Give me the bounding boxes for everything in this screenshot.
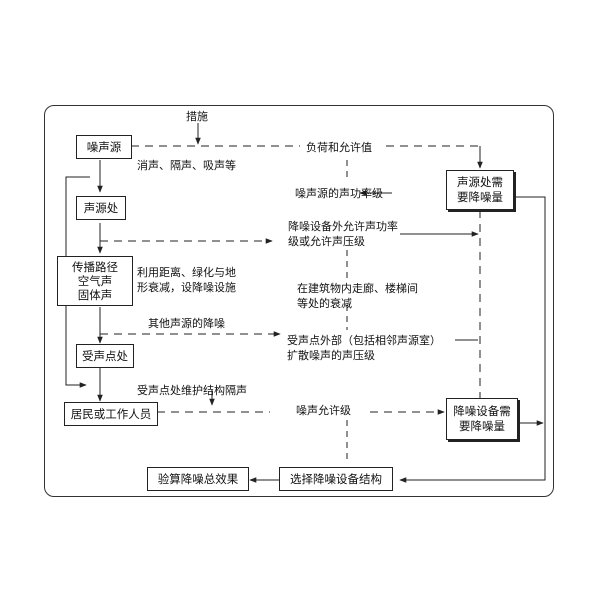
noise-allowed-label: 噪声允许级 <box>296 404 351 417</box>
sound-power-label: 噪声源的声功率级 <box>295 187 383 200</box>
source-reduction-needed-box: 声源处需 要降噪量 <box>446 170 514 210</box>
residents-box: 居民或工作人员 <box>64 402 158 426</box>
receiver-protection-label: 受声点处维护结构隔声 <box>137 384 247 397</box>
receiver-outside-label: 受声点外部（包括相邻声源室） 扩散噪声的声压级 <box>287 334 441 362</box>
device-reduction-needed-box: 降噪设备需 要降噪量 <box>446 398 518 440</box>
receiver-box: 受声点处 <box>76 344 134 368</box>
measures-label: 措施 <box>186 110 208 123</box>
corridor-attenuation-label: 在建筑物内走廊、楼梯间 等处的衰减 <box>297 282 418 310</box>
load-allowed-label: 负荷和允许值 <box>306 141 372 154</box>
propagation-path-box: 传播路径 空气声 固体声 <box>57 256 133 306</box>
select-structure-box: 选择降噪设备结构 <box>279 467 393 491</box>
diagram-frame <box>44 105 554 497</box>
at-source-box: 声源处 <box>76 196 126 220</box>
other-sources-label: 其他声源的降噪 <box>148 317 225 330</box>
distance-attenuation-label: 利用距离、绿化与地 形衰减，设降噪设施 <box>137 266 236 294</box>
muffling-label: 消声、隔声、吸声等 <box>137 159 236 172</box>
verify-total-box: 验算降噪总效果 <box>147 467 249 491</box>
noise-source-box: 噪声源 <box>76 135 132 159</box>
allowed-power-label: 降噪设备外允许声功率 级或允许声压级 <box>288 220 398 248</box>
